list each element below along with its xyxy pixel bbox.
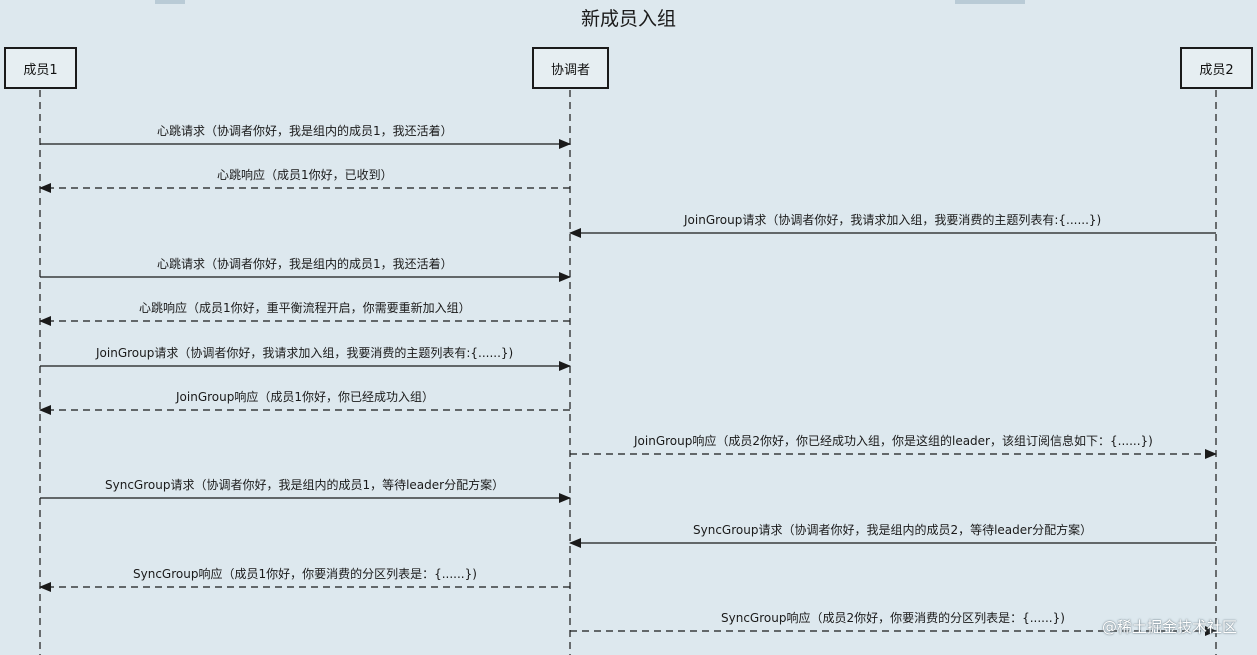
top-stripe-left [155,0,185,4]
message-label: SyncGroup响应（成员1你好，你要消费的分区列表是：{......}) [133,567,477,581]
message-label: 心跳请求（协调者你好，我是组内的成员1，我还活着） [157,257,453,271]
message-label: SyncGroup请求（协调者你好，我是组内的成员1，等待leader分配方案） [105,478,505,492]
actor-member1: 成员1 [4,47,77,89]
actor-coordinator: 协调者 [532,47,609,89]
message-label: 心跳请求（协调者你好，我是组内的成员1，我还活着） [157,124,453,138]
message-label: 心跳响应（成员1你好，已收到） [217,168,393,182]
message-label: SyncGroup请求（协调者你好，我是组内的成员2，等待leader分配方案） [693,523,1093,537]
message-label: JoinGroup响应（成员2你好，你已经成功入组，你是这组的leader，该组… [634,434,1153,448]
message-label: JoinGroup响应（成员1你好，你已经成功入组） [176,390,434,404]
watermark: @稀土掘金技术社区 [1101,618,1237,636]
diagram-title: 新成员入组 [580,8,676,30]
message-label: SyncGroup响应（成员2你好，你要消费的分区列表是：{......}) [721,611,1065,625]
message-label: JoinGroup请求（协调者你好，我请求加入组，我要消费的主题列表有:{...… [96,346,514,360]
top-stripe-right [955,0,1025,4]
actor-member2: 成员2 [1180,47,1253,89]
message-label: JoinGroup请求（协调者你好，我请求加入组，我要消费的主题列表有:{...… [684,213,1102,227]
message-label: 心跳响应（成员1你好，重平衡流程开启，你需要重新加入组） [139,301,471,315]
